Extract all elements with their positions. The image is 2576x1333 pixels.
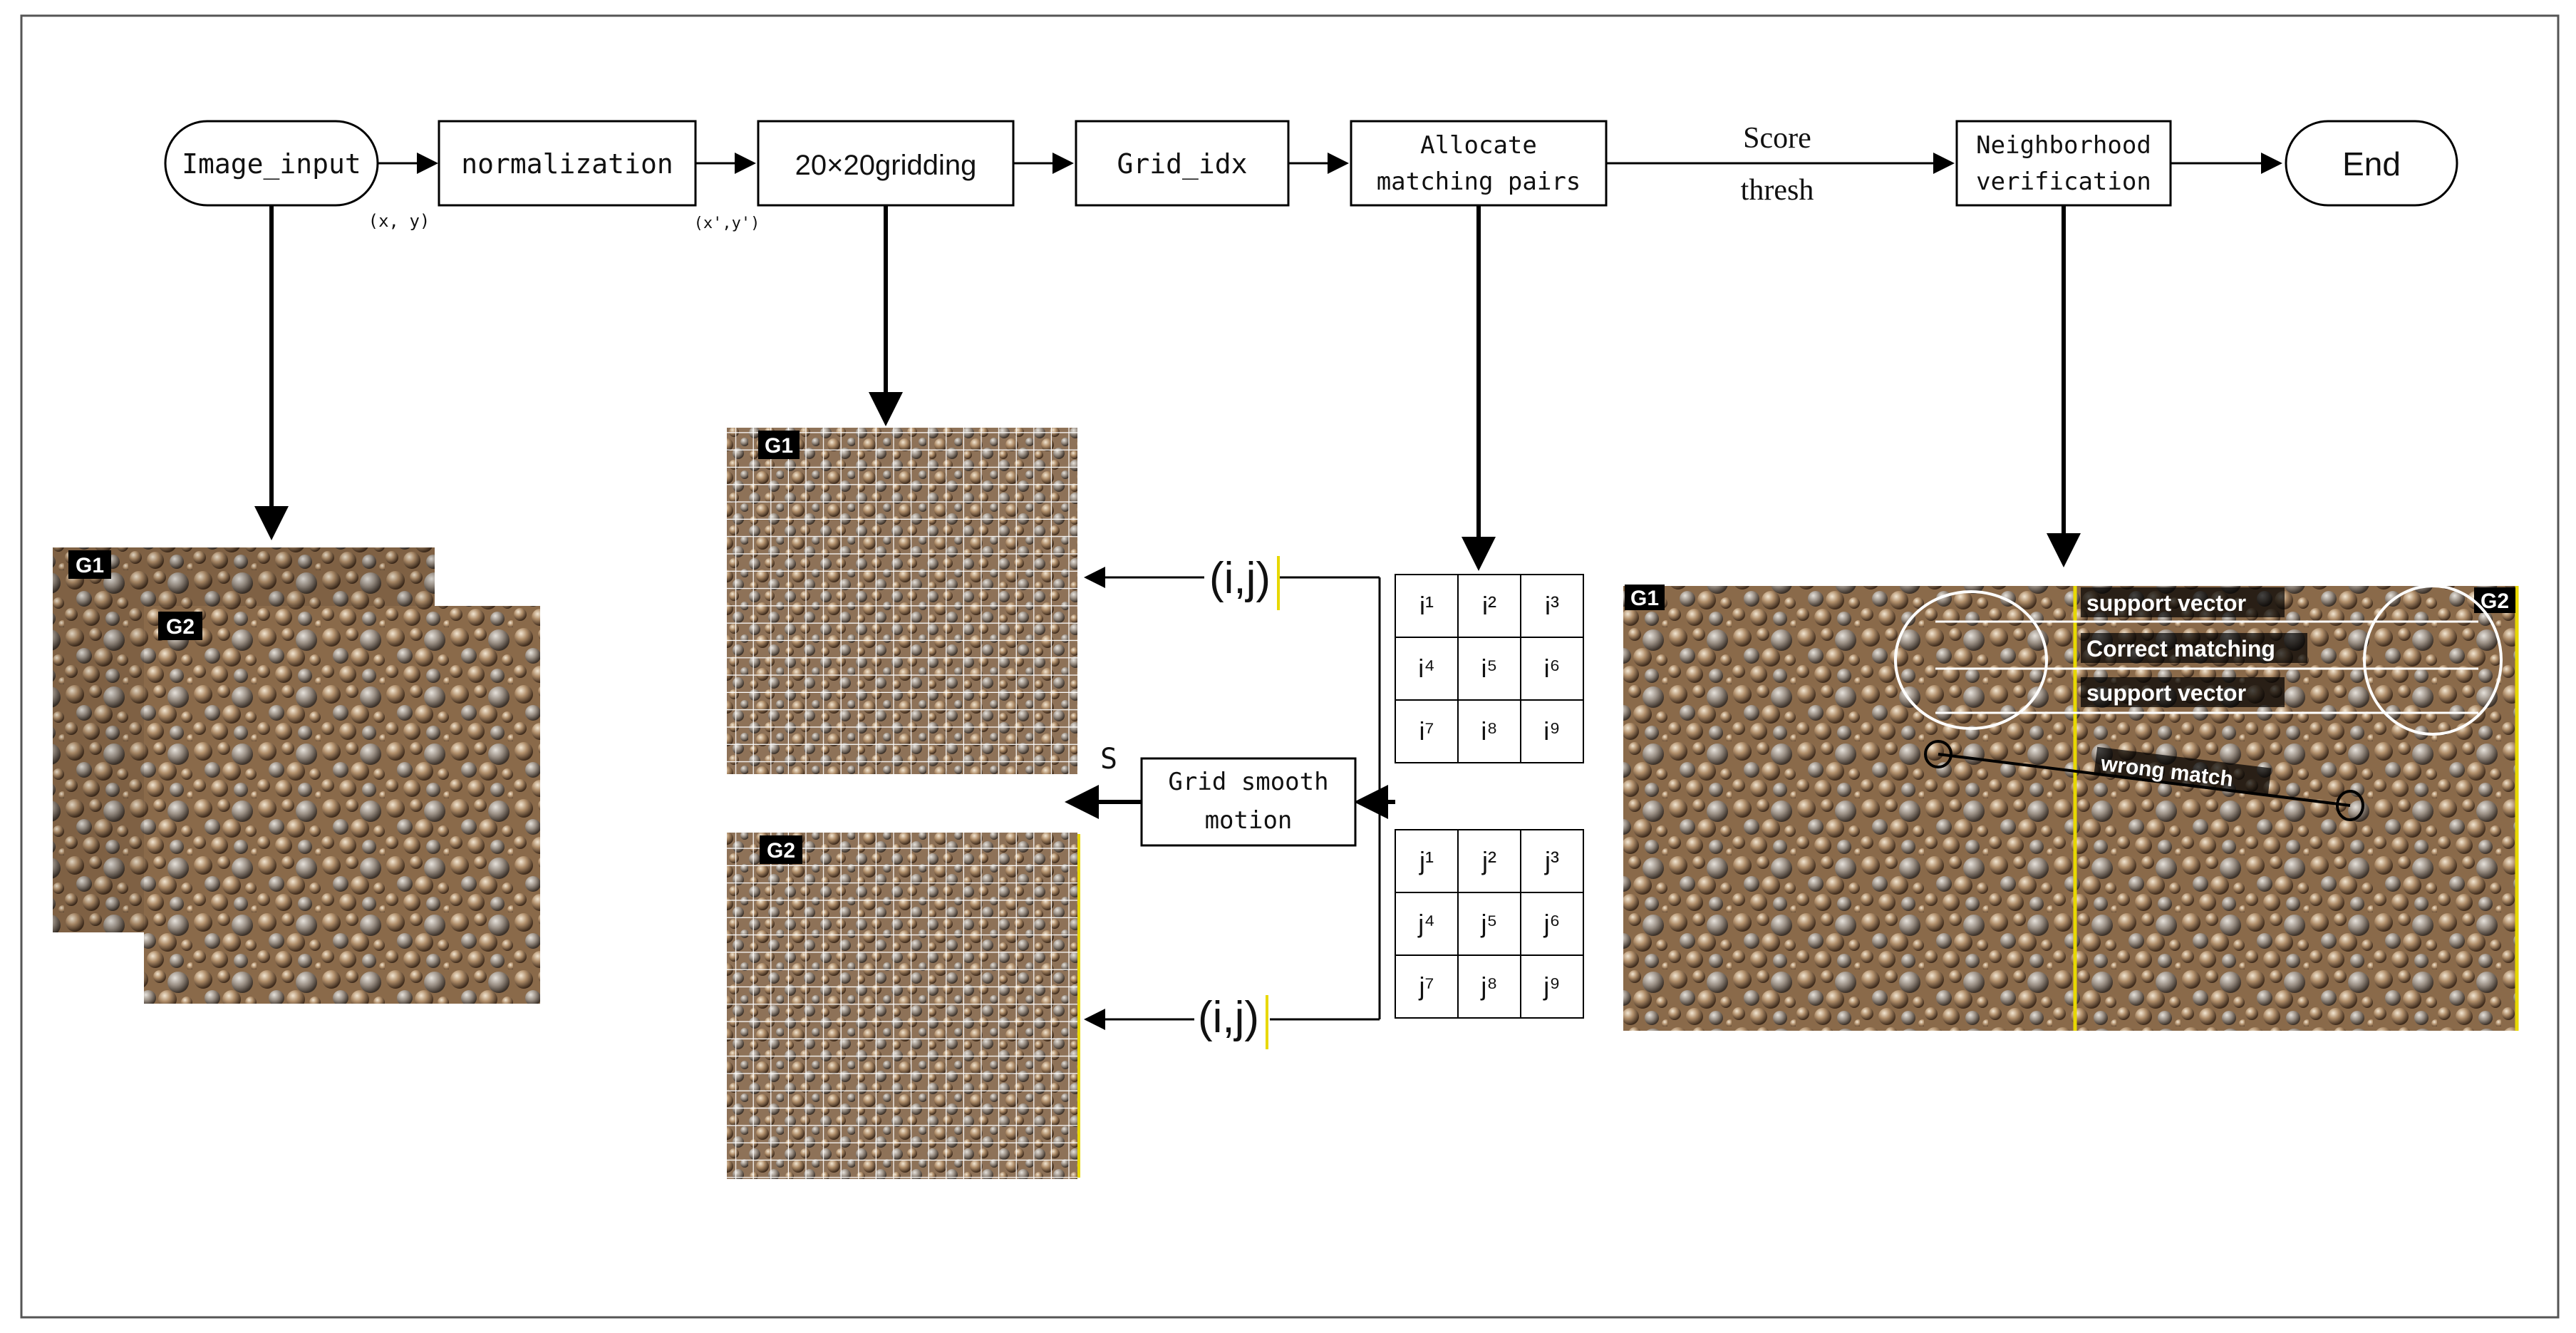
support-vector-label-2: support vector <box>2086 680 2246 706</box>
input-g2-tag: G2 <box>166 615 195 639</box>
s-label: S <box>1100 743 1117 776</box>
neighborhood-label-line2: verification <box>1976 168 2151 196</box>
grid-j-cell-3: j³ <box>1544 846 1559 875</box>
flow-row: Image_input normalization (x, y) (x',y')… <box>164 120 2458 232</box>
outer-frame <box>20 14 2560 1319</box>
input-g1-tag: G1 <box>76 554 104 577</box>
input-image-g2 <box>144 606 540 1004</box>
support-vector-label-1: support vector <box>2086 590 2246 616</box>
grid-i-cell-4: i⁴ <box>1418 654 1434 683</box>
grid-i-cell-8: i⁸ <box>1481 716 1497 746</box>
neighborhood-node <box>1955 120 2172 207</box>
coord-xy: (x, y) <box>368 211 430 231</box>
allocate-label-line2: matching pairs <box>1377 168 1581 196</box>
gridded-g1-tag: G1 <box>765 434 793 458</box>
score-label-line1: Score <box>1743 122 1811 155</box>
grid-j-cell-2: j² <box>1481 846 1496 875</box>
neighbor-grid-i: i¹ i² i³ i⁴ i⁵ i⁶ i⁷ i⁸ i⁹ <box>1395 574 1584 763</box>
image-input-label: Image_input <box>182 148 361 180</box>
grid-smooth-label-line2: motion <box>1205 806 1293 835</box>
normalization-label: normalization <box>461 148 673 180</box>
grid-i-cell-5: i⁵ <box>1481 654 1498 683</box>
support-region-g2 <box>2363 585 2503 736</box>
ij-top-label: (i,j) <box>1209 554 1271 603</box>
grid-j-cell-6: j⁶ <box>1543 909 1561 938</box>
end-label: End <box>2342 145 2401 182</box>
gridded-g2-tag: G2 <box>767 839 795 863</box>
allocate-node <box>1350 120 1608 207</box>
grid-overlay-g2 <box>727 833 1077 1179</box>
verification-g1-tag: G1 <box>1630 587 1659 610</box>
grid-i-cell-7: i⁷ <box>1419 716 1434 746</box>
grid-j-cell-8: j⁸ <box>1480 972 1497 1001</box>
end-node <box>2285 120 2458 207</box>
gridded-image-g1-group: G1 <box>727 428 1077 774</box>
smooth-motion-connectors: (i,j) (i,j) Grid smooth motion S <box>1065 554 1395 1049</box>
grid-i-cell-3: i³ <box>1545 591 1559 620</box>
grid-j-cell-7: j⁷ <box>1418 972 1434 1001</box>
grid-idx-label: Grid_idx <box>1117 148 1247 180</box>
grid-i-cell-6: i⁶ <box>1544 654 1561 683</box>
correct-matching-label: Correct matching <box>2086 636 2275 662</box>
support-region-g1 <box>1894 590 2048 730</box>
grid-i-cell-9: i⁹ <box>1543 716 1560 746</box>
grid-smooth-motion-node <box>1140 757 1357 847</box>
ij-bottom-label: (i,j) <box>1198 993 1259 1042</box>
gridding-label: 20×20gridding <box>795 150 977 181</box>
grid-j-cell-4: j⁴ <box>1417 909 1434 938</box>
verification-image-g1 <box>1623 586 2075 1031</box>
grid-i-cell-2: i² <box>1482 591 1496 620</box>
grid-j-cell-9: j⁹ <box>1543 972 1560 1001</box>
gridded-image-g2-group: G2 <box>727 833 1080 1179</box>
coord-xy-prime: (x',y') <box>694 215 760 232</box>
verification-image-pair: G1 G2 support vector Correct matching su… <box>1623 585 2519 1031</box>
neighbor-grid-j: j¹ j² j³ j⁴ j⁵ j⁶ j⁷ j⁸ j⁹ <box>1395 829 1584 1019</box>
grid-overlay-g1 <box>727 428 1077 774</box>
input-image-stack: G1 G2 <box>53 547 540 1004</box>
verification-g2-tag: G2 <box>2481 590 2509 613</box>
grid-idx-node <box>1075 120 1290 207</box>
neighborhood-label-line1: Neighborhood <box>1976 131 2151 160</box>
gridding-node <box>757 120 1015 207</box>
grid-i-cell-1: i¹ <box>1419 591 1434 620</box>
normalization-node <box>438 120 697 207</box>
allocate-label-line1: Allocate <box>1420 131 1537 160</box>
grid-j-cell-1: j¹ <box>1419 846 1434 875</box>
grid-smooth-label-line1: Grid smooth <box>1168 768 1328 796</box>
score-label-line2: thresh <box>1741 174 1814 207</box>
grid-j-cell-5: j⁵ <box>1481 909 1498 938</box>
